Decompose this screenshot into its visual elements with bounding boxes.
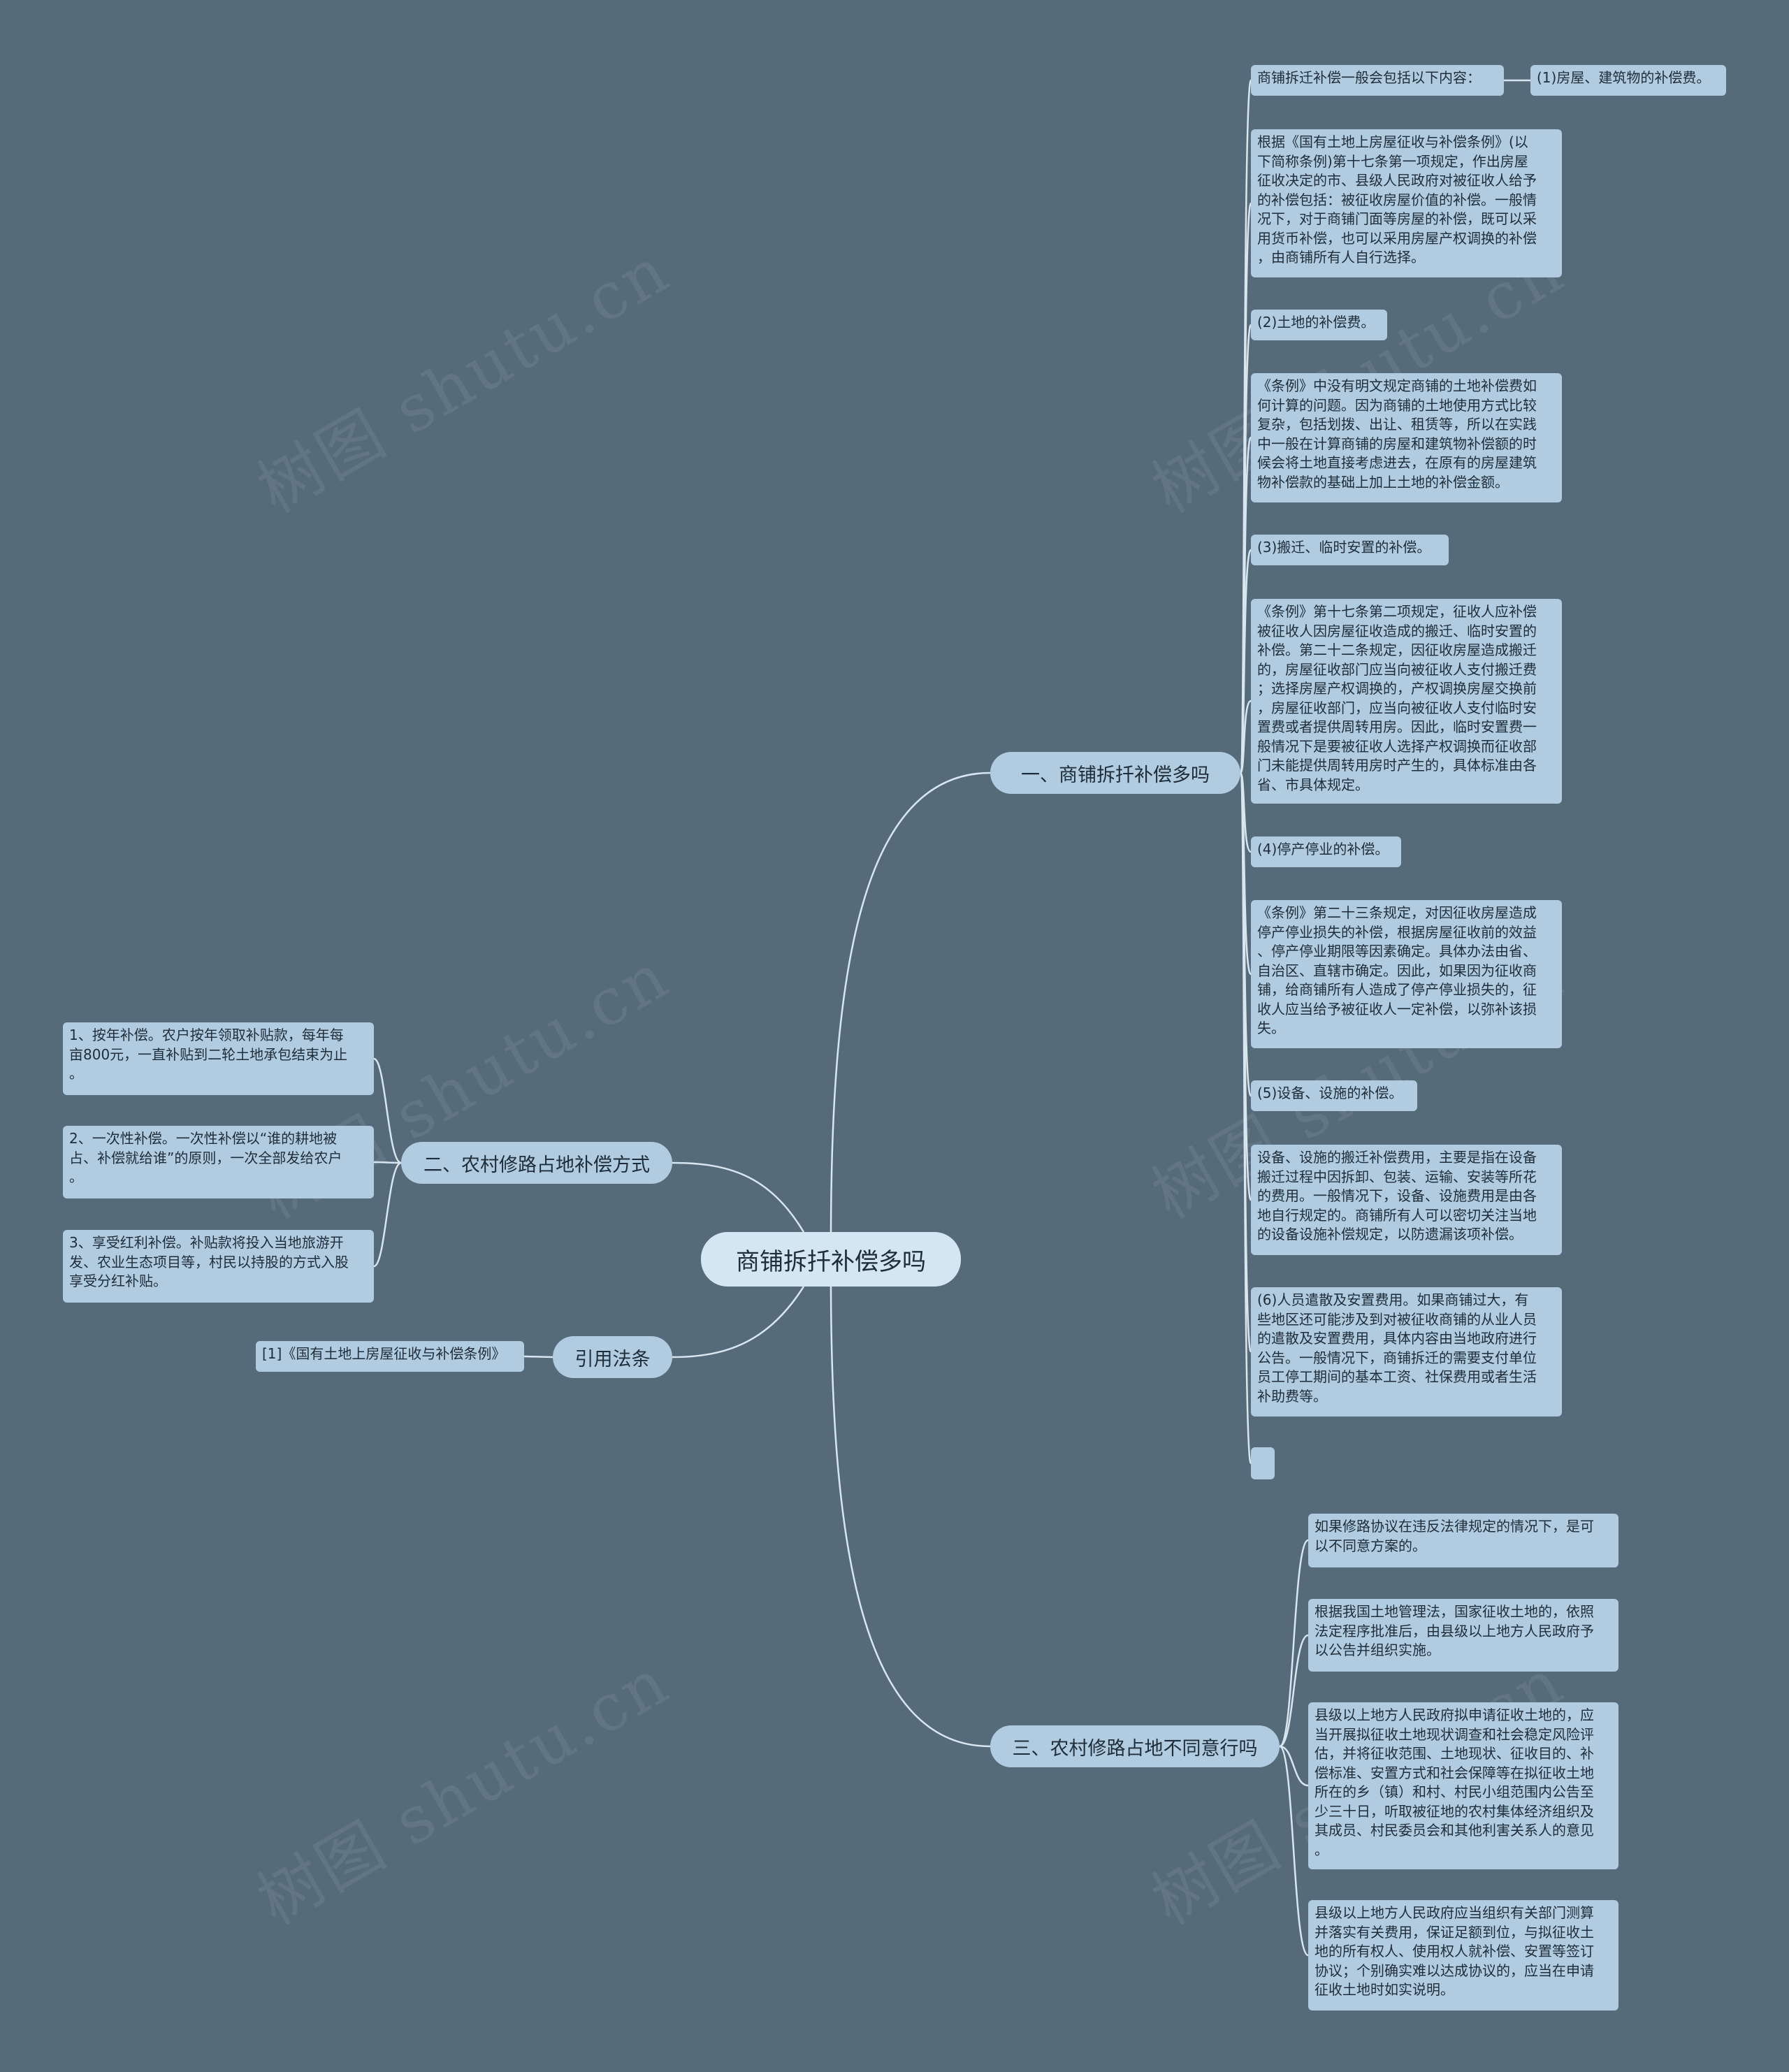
leaf-staff-placement[interactable]: (6)人员遣散及安置费用。如果商铺过大，有 些地区还可能涉及到对被征收商铺的从业…	[1251, 1287, 1562, 1417]
branch-cited-laws[interactable]: 引用法条	[553, 1336, 672, 1378]
leaf-annual-compensation[interactable]: 1、按年补偿。农户按年领取补贴款，每年每 亩800元，一直补贴到二轮土地承包结束…	[63, 1022, 374, 1095]
leaf-land-compensation-detail[interactable]: 《条例》中没有明文规定商铺的土地补偿费如 何计算的问题。因为商铺的土地使用方式比…	[1251, 373, 1562, 502]
connector-branch1-leaf	[1239, 700, 1252, 774]
leaf-expropriation-procedure[interactable]: 县级以上地方人民政府拟申请征收土地的，应 当开展拟征收土地现状调查和社会稳定风险…	[1308, 1702, 1618, 1869]
connector-branch2-leaf	[373, 1161, 402, 1268]
connector-branch2-leaf	[373, 1161, 402, 1164]
branch-shop-demolition-compensation[interactable]: 一、商铺拆扦补偿多吗	[990, 752, 1240, 794]
connector-branch4-leaf	[1278, 1745, 1309, 1957]
connector-branch4-leaf	[1279, 1634, 1309, 1748]
connector-root-branch3	[672, 1286, 805, 1359]
leaf-equipment-detail[interactable]: 设备、设施的搬迁补偿费用，主要是指在设备 搬迁过程中因拆卸、包装、运输、安装等所…	[1251, 1145, 1562, 1255]
leaf-business-suspension-detail[interactable]: 《条例》第二十三条规定，对因征收房屋造成 停产停业损失的补偿，根据房屋征收前的效…	[1251, 900, 1562, 1048]
leaf-equipment-compensation[interactable]: (5)设备、设施的补偿。	[1251, 1080, 1417, 1111]
leaf-relocation-detail[interactable]: 《条例》第十七条第二项规定，征收人应补偿 被征收人因房屋征收造成的搬迁、临时安置…	[1251, 599, 1562, 804]
leaf-refusal-condition[interactable]: 如果修路协议在违反法律规定的情况下，是可 以不同意方案的。	[1308, 1514, 1618, 1567]
connector-root-branch4	[830, 1286, 991, 1748]
leaf-dividend-compensation[interactable]: 3、享受红利补偿。补贴款将投入当地旅游开 发、农业生态项目等，村民以持股的方式入…	[63, 1230, 374, 1303]
leaf-house-value-regulation[interactable]: 根据《国有土地上房屋征收与补偿条例》(以 下简称条例)第十七条第一项规定，作出房…	[1251, 129, 1562, 277]
branch-rural-road-refusal[interactable]: 三、农村修路占地不同意行吗	[990, 1725, 1280, 1767]
connector-branch4-leaf	[1279, 1539, 1309, 1748]
root-node[interactable]: 商铺拆扦补偿多吗	[701, 1232, 961, 1287]
branch-rural-road-compensation-methods[interactable]: 二、农村修路占地补偿方式	[401, 1142, 672, 1184]
leaf-relocation-compensation[interactable]: (3)搬迁、临时安置的补偿。	[1251, 535, 1449, 565]
connector-branch1-leaf	[1239, 771, 1252, 1465]
leaf-business-suspension-compensation[interactable]: (4)停产停业的补偿。	[1251, 836, 1401, 867]
leaf-cited-regulation[interactable]: [1]《国有土地上房屋征收与补偿条例》	[256, 1341, 524, 1372]
connector-branch2-leaf	[373, 1057, 402, 1164]
leaf-empty[interactable]	[1251, 1447, 1275, 1479]
leaf-land-compensation[interactable]: (2)土地的补偿费。	[1251, 310, 1387, 340]
leaf-compensation-intro[interactable]: 商铺拆迁补偿一般会包括以下内容：	[1251, 65, 1504, 96]
connector-branch3-leaf	[523, 1355, 553, 1359]
leaf-land-management-law[interactable]: 根据我国土地管理法，国家征收土地的，依照 法定程序批准后，由县级以上地方人民政府…	[1308, 1599, 1618, 1672]
connector-branch1-leaf	[1239, 549, 1252, 774]
leaf-house-building-compensation[interactable]: (1)房屋、建筑物的补偿费。	[1530, 65, 1726, 96]
leaf-expropriation-costs[interactable]: 县级以上地方人民政府应当组织有关部门测算 并落实有关费用，保证足额到位，与拟征收…	[1308, 1900, 1618, 2011]
connector-root-branch2	[672, 1161, 805, 1233]
leaf-one-time-compensation[interactable]: 2、一次性补偿。一次性补偿以“谁的耕地被 占、补偿就给谁”的原则，一次全部发给农…	[63, 1126, 374, 1198]
connector-root-branch1	[830, 771, 991, 1233]
connector-branch4-leaf	[1279, 1745, 1309, 1787]
